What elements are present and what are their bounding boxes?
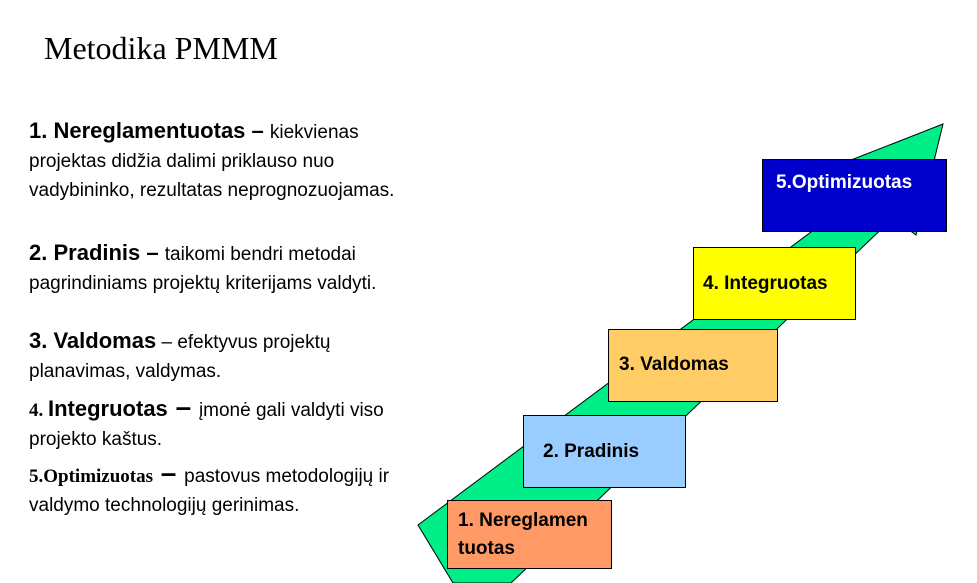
level-name: Valdomas (53, 328, 157, 353)
level-text: įmonė gali valdyti viso projekto kaštus. (29, 400, 384, 450)
step-label: 5.Optimizuotas (776, 172, 913, 193)
level-dash: – (245, 118, 270, 143)
step-box-5: 5.Optimizuotas (762, 159, 947, 232)
level-dash: – (167, 391, 199, 422)
step-label: 3. Valdomas (619, 354, 729, 375)
level-dash: – (140, 240, 165, 265)
level-description-3: 3. Valdomas – efektyvus projektų planavi… (29, 326, 429, 386)
level-description-4: 4. Integruotas – įmonė gali valdyti viso… (29, 392, 429, 454)
level-description-5: 5.Optimizuotas – pastovus metodologijų i… (29, 458, 429, 520)
level-dash: – (153, 457, 185, 488)
level-name: . Nereglamentuotas (41, 118, 246, 143)
step-label-line1: 1. Nereglamen (458, 510, 588, 531)
level-text: kiekvienas projektas didžia dalimi prikl… (29, 122, 395, 201)
level-description-2: 2. Pradinis – taikomi bendri metodai pag… (29, 238, 429, 298)
slide-title: Metodika PMMM (44, 30, 278, 66)
level-number: 3. (29, 328, 54, 353)
step-label: 2. Pradinis (543, 441, 640, 462)
level-text: pastovus metodologijų ir valdymo technol… (29, 466, 390, 516)
level-text: taikomi bendri metodai pagrindiniams pro… (29, 244, 377, 294)
level-name: Optimizuotas (43, 466, 154, 487)
step-label-line2: tuotas (458, 538, 515, 559)
level-number: 1 (29, 118, 42, 143)
level-number: 4. (29, 400, 48, 421)
step-box-3: 3. Valdomas (608, 329, 778, 402)
level-text: efektyvus projektų planavimas, valdymas. (29, 332, 331, 382)
level-number: 5. (29, 466, 44, 487)
step-box-2: 2. Pradinis (523, 415, 686, 488)
level-name: Integruotas (48, 396, 168, 421)
level-name: Pradinis (53, 240, 141, 265)
step-label: 4. Integruotas (703, 273, 828, 294)
level-dash: – (156, 332, 178, 353)
step-box-4: 4. Integruotas (693, 247, 856, 320)
level-number: 2. (29, 240, 54, 265)
level-description-1: 1. Nereglamentuotas – kiekvienas projekt… (29, 116, 429, 205)
step-box-1: 1. Nereglamen tuotas (447, 500, 612, 569)
